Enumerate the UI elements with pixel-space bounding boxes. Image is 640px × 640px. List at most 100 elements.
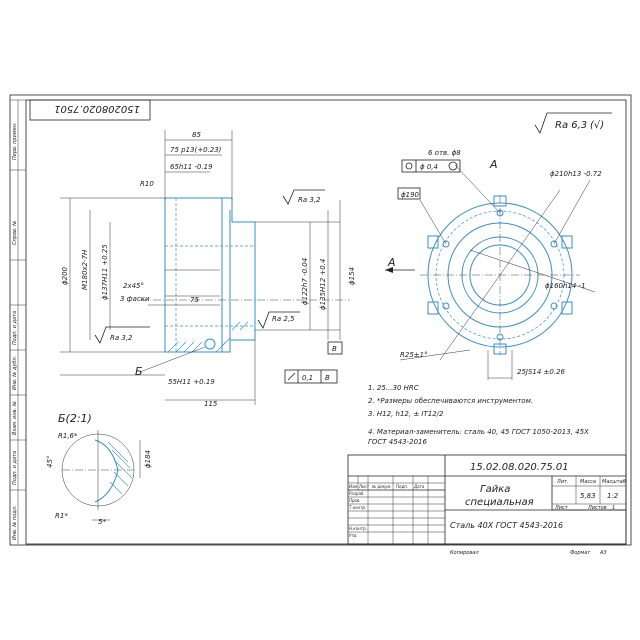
role-utv: Утв.	[349, 533, 357, 538]
stamp-inv-dubl: Инв. № дубл.	[12, 356, 18, 390]
title-name-1: Гайка	[480, 484, 510, 495]
detail-d5: 5*	[98, 518, 106, 526]
tol-base: В	[325, 374, 330, 382]
listov-label: Листов	[587, 505, 607, 511]
footer-kopiroval: Копировал	[450, 550, 479, 556]
col-masshtab: Масштаб	[602, 479, 626, 485]
masshtab-value: 1:2	[607, 492, 619, 500]
col-lit: Лит.	[556, 479, 569, 485]
footer-format: Формат	[570, 550, 591, 556]
detail-angle: 45°	[46, 456, 54, 468]
role-razrab: Разраб.	[349, 491, 365, 496]
base-b-label: В	[332, 345, 337, 353]
dim-d210: ϕ210h13 -0.72	[550, 170, 602, 178]
dim-chamfer: 2x45°	[123, 282, 144, 290]
arrow-a-head	[385, 267, 393, 273]
dim-d122: ϕ122h7 -0.04	[301, 258, 309, 305]
dim-d200: ϕ200	[61, 266, 69, 285]
title-code: 15.02.08.020.75.01	[470, 462, 569, 473]
dim-85: 85	[192, 131, 201, 139]
part-outline-front	[164, 198, 256, 353]
position-tolerance-frame: ϕ 0,4	[401, 159, 461, 173]
dim-d135: ϕ135H12 +0.4	[319, 259, 327, 310]
dim-d137: ϕ137H11 +0.25	[101, 244, 109, 300]
drawing-code-rotated: 150208020.7501	[54, 103, 140, 114]
sheet-footer: Копировал Формат А3	[450, 550, 607, 556]
sheet-inner-frame	[25, 99, 627, 545]
dim-d160: ϕ160h14 -1	[545, 282, 586, 290]
front-section-view: 85 75 p13(+0.23) 65h11 -0.19 R10 Ra 3,2 …	[60, 130, 356, 408]
row-dokum: № докум.	[371, 484, 392, 489]
dim-55h11: 55H11 +0.19	[168, 378, 215, 386]
title-name-2: специальная	[465, 497, 534, 508]
arrow-a-label: А	[387, 256, 396, 269]
row-list: Лист	[358, 484, 370, 489]
ra32-top: Ra 3,2	[298, 196, 321, 204]
rotated-code-box: 150208020.7501	[29, 99, 151, 121]
detail-hatching	[107, 441, 133, 495]
dim-d190: ϕ190	[401, 191, 420, 199]
sheet-outer-frame	[9, 94, 632, 546]
dim-r25: R25±1°	[400, 351, 428, 359]
detail-d184: ϕ184	[144, 450, 152, 468]
massa-value: 5,83	[580, 492, 596, 500]
dim-chamfer-count: 3 фаски	[120, 295, 150, 303]
dim-r10: R10	[140, 180, 154, 188]
detail-view-b: Б(2:1) R1,6* 45° R1* 5* ϕ184	[46, 412, 152, 526]
holes-label: 6 отв. ϕ8	[428, 149, 461, 157]
note-2: 2. *Размеры обеспечиваются инструментом.	[368, 397, 533, 405]
pos-tol: ϕ 0,4	[420, 163, 438, 171]
dim-75p13: 75 p13(+0.23)	[170, 146, 222, 154]
side-circular-view: 6 отв. ϕ8 ϕ 0,4 А ϕ210h13 -0.72 ϕ190 ϕ16…	[385, 149, 602, 380]
section-hatching	[167, 321, 249, 353]
dim-d154: ϕ154	[348, 267, 356, 285]
row-data: Дата	[413, 484, 425, 489]
note-1: 1. 25...30 HRC	[368, 384, 419, 392]
title-material: Сталь 40X ГОСТ 4543-2016	[450, 521, 563, 530]
role-tkontr: Т.контр.	[349, 505, 366, 510]
base-b-frame	[327, 341, 343, 355]
footer-format-value: А3	[599, 550, 607, 556]
roughness-ra32-left: Ra 3,2	[94, 326, 150, 344]
ra32-left: Ra 3,2	[110, 334, 133, 342]
list-label: Лист	[554, 505, 569, 511]
detail-r16: R1,6*	[58, 432, 78, 440]
view-b-label: Б	[135, 365, 143, 378]
roughness-suffix: (√)	[590, 120, 604, 131]
row-izm: Изм.	[349, 484, 358, 489]
technical-notes: 1. 25...30 HRC 2. *Размеры обеспечиваютс…	[368, 384, 589, 446]
note-3: 3. H12, h12, ± IT12/2	[368, 410, 444, 418]
roughness-ra25: Ra 2,5	[257, 311, 300, 329]
role-nkontr: Н.контр.	[349, 526, 367, 531]
stamp-inv-podl: Инв. № подл.	[12, 506, 18, 541]
ra25: Ra 2,5	[272, 315, 295, 323]
listov-value: 1	[612, 505, 615, 511]
dim-75: 75	[190, 296, 199, 304]
detail-r1: R1*	[55, 512, 68, 520]
role-prov: Пров.	[349, 498, 361, 503]
row-podp: Подп.	[396, 484, 408, 489]
note-4: 4. Материал-заменитель: сталь 40, 45 ГОС…	[368, 428, 589, 436]
roughness-top-right: Ra 3,2	[282, 189, 325, 205]
stamp-vzam: Взам. инв. №	[12, 401, 18, 435]
stamp-podp1: Подп. и дата	[12, 311, 18, 345]
section-label-a-top: А	[489, 158, 498, 171]
dim-115: 115	[204, 400, 218, 408]
dim-25js14: 25JS14 ±0.26	[517, 368, 566, 376]
side-stamp-column: Перв. примен. Справ. № Подп. и дата Инв.…	[10, 99, 26, 544]
note-5: ГОСТ 4543-2016	[368, 438, 427, 446]
title-block: 15.02.08.020.75.01 Гайка специальная Ста…	[347, 454, 627, 545]
general-roughness-mark: Ra 6,3 (√)	[534, 112, 612, 134]
dim-65h11: 65h11 -0.19	[170, 163, 213, 171]
stamp-sprav: Справ. №	[12, 221, 18, 245]
stamp-podp2: Подп. и дата	[12, 451, 18, 485]
detail-title: Б(2:1)	[58, 412, 92, 425]
d190-frame	[397, 187, 421, 200]
runout-tolerance-frame: 0,1 В	[284, 369, 338, 384]
col-massa: Масса	[580, 479, 596, 485]
stamp-perv: Перв. примен.	[12, 122, 18, 160]
tol-value: 0,1	[302, 374, 313, 382]
roughness-label: Ra 6,3	[555, 120, 587, 131]
dim-m180: M180x2-7H	[81, 249, 89, 290]
